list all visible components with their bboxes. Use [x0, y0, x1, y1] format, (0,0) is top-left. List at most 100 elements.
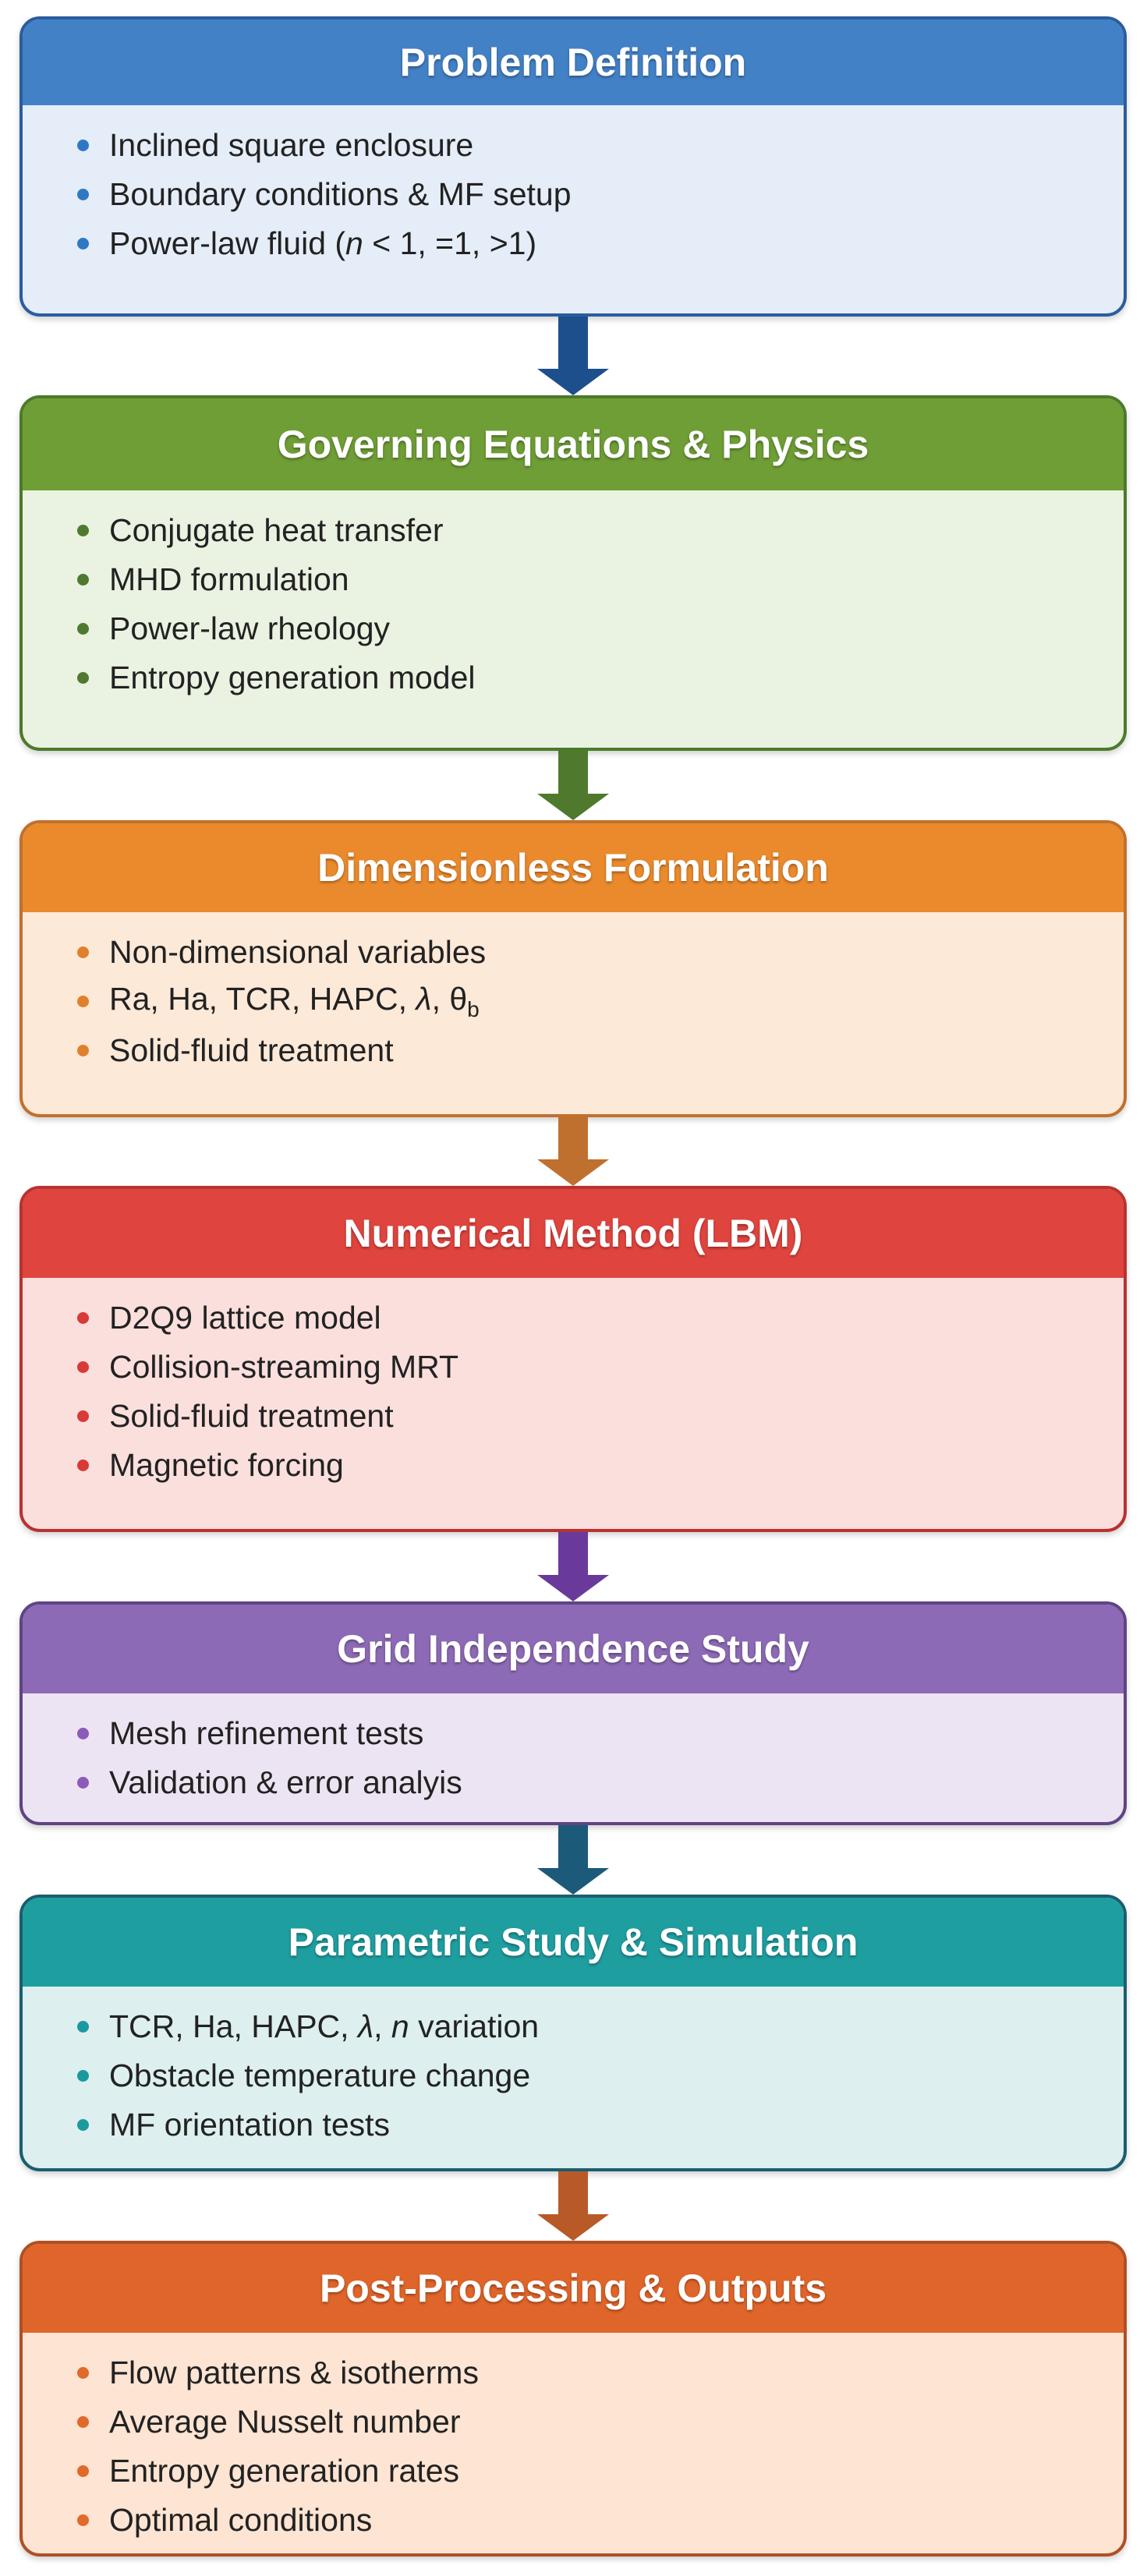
list-item: TCR, Ha, HAPC, λ, n variation	[77, 2002, 1124, 2051]
item-text-segment: , θ	[431, 980, 468, 1017]
item-text-segment: Ra, Ha, TCR, HAPC,	[109, 980, 416, 1017]
item-text: D2Q9 lattice model	[109, 1300, 381, 1336]
list-item: Ra, Ha, TCR, HAPC, λ, θb	[77, 977, 1124, 1026]
bullet-icon	[77, 623, 89, 635]
item-text-segment: n	[345, 225, 363, 261]
item-text-segment: Power-law rheology	[109, 610, 391, 646]
bullet-icon	[77, 672, 89, 684]
item-text-segment: Entropy generation rates	[109, 2453, 459, 2489]
list-item: Optimal conditions	[77, 2496, 1124, 2545]
item-text: Average Nusselt number	[109, 2404, 460, 2440]
list-item: Solid-fluid treatment	[77, 1392, 1124, 1441]
down-arrow-icon	[537, 2171, 609, 2241]
item-text-segment: Power-law fluid (	[109, 225, 346, 261]
list-item: Entropy generation model	[77, 653, 1124, 702]
item-text-segment: λ	[416, 980, 432, 1017]
step-title: Post-Processing & Outputs	[23, 2244, 1124, 2333]
item-text: Boundary conditions & MF setup	[109, 176, 572, 213]
item-text: Validation & error analyis	[109, 1764, 462, 1801]
item-text: Ra, Ha, TCR, HAPC, λ, θb	[109, 981, 480, 1022]
item-text: Power-law rheology	[109, 610, 390, 647]
list-item: Magnetic forcing	[77, 1441, 1124, 1490]
item-text: Mesh refinement tests	[109, 1715, 423, 1752]
item-text: Flow patterns & isotherms	[109, 2355, 479, 2391]
bullet-icon	[77, 1728, 89, 1739]
down-arrow-icon	[537, 1117, 609, 1186]
bullet-icon	[77, 947, 89, 958]
step-title: Dimensionless Formulation	[23, 823, 1124, 912]
item-text: Collision-streaming MRT	[109, 1349, 458, 1385]
list-item: Boundary conditions & MF setup	[77, 170, 1124, 219]
bullet-icon	[77, 574, 89, 586]
item-text-segment: variation	[409, 2008, 540, 2044]
bullet-icon	[77, 2465, 89, 2477]
bullet-icon	[77, 140, 89, 151]
bullet-icon	[77, 996, 89, 1007]
item-text-segment: Conjugate heat transfer	[109, 512, 444, 548]
bullet-icon	[77, 525, 89, 536]
item-text-segment: MF orientation tests	[109, 2107, 391, 2143]
item-text: Inclined square enclosure	[109, 127, 473, 164]
bullet-icon	[77, 1045, 89, 1056]
item-text-segment: Solid-fluid treatment	[109, 1398, 394, 1434]
item-text-segment: Non-dimensional variables	[109, 934, 487, 970]
item-text-segment: Entropy generation model	[109, 660, 476, 695]
bullet-icon	[77, 2119, 89, 2131]
list-item: MHD formulation	[77, 555, 1124, 604]
list-item: Collision-streaming MRT	[77, 1343, 1124, 1392]
item-text-segment: Solid-fluid treatment	[109, 1032, 394, 1068]
item-text: MF orientation tests	[109, 2107, 390, 2143]
item-text-segment: < 1, =1, >1)	[363, 225, 537, 261]
item-text-segment: Mesh refinement tests	[109, 1715, 424, 1751]
item-text: Solid-fluid treatment	[109, 1032, 394, 1069]
list-item: Mesh refinement tests	[77, 1709, 1124, 1758]
step-title: Parametric Study & Simulation	[23, 1898, 1124, 1987]
item-text: Non-dimensional variables	[109, 934, 486, 971]
down-arrow-icon	[537, 1532, 609, 1601]
step-title: Governing Equations & Physics	[23, 398, 1124, 490]
item-text-segment: b	[467, 997, 480, 1022]
list-item: Power-law fluid (n < 1, =1, >1)	[77, 219, 1124, 268]
item-text: MHD formulation	[109, 561, 349, 598]
bullet-icon	[77, 2070, 89, 2082]
bullet-icon	[77, 2021, 89, 2033]
list-item: Validation & error analyis	[77, 1758, 1124, 1807]
bullet-icon	[77, 189, 89, 200]
item-text-segment: Flow patterns & isotherms	[109, 2355, 479, 2390]
down-arrow-icon	[537, 1825, 609, 1895]
item-text-segment: Average Nusselt number	[109, 2404, 461, 2440]
bullet-icon	[77, 2367, 89, 2379]
item-text-segment: ,	[373, 2008, 391, 2044]
list-item: Average Nusselt number	[77, 2397, 1124, 2447]
item-text-segment: D2Q9 lattice model	[109, 1300, 381, 1336]
item-text-segment: λ	[357, 2008, 374, 2044]
list-item: MF orientation tests	[77, 2100, 1124, 2150]
item-text-segment: Magnetic forcing	[109, 1447, 344, 1483]
bullet-icon	[77, 238, 89, 249]
bullet-icon	[77, 1312, 89, 1324]
bullet-icon	[77, 1410, 89, 1422]
list-item: Solid-fluid treatment	[77, 1026, 1124, 1075]
down-arrow-icon	[537, 751, 609, 820]
item-text-segment: Optimal conditions	[109, 2502, 373, 2538]
list-item: Inclined square enclosure	[77, 121, 1124, 170]
step-box: Numerical Method (LBM)D2Q9 lattice model…	[19, 1186, 1127, 1532]
list-item: Conjugate heat transfer	[77, 506, 1124, 555]
bullet-icon	[77, 1777, 89, 1789]
list-item: Non-dimensional variables	[77, 928, 1124, 977]
list-item: Obstacle temperature change	[77, 2051, 1124, 2100]
list-item: Flow patterns & isotherms	[77, 2348, 1124, 2397]
bullet-icon	[77, 1460, 89, 1471]
item-text-segment: Validation & error analyis	[109, 1764, 462, 1800]
